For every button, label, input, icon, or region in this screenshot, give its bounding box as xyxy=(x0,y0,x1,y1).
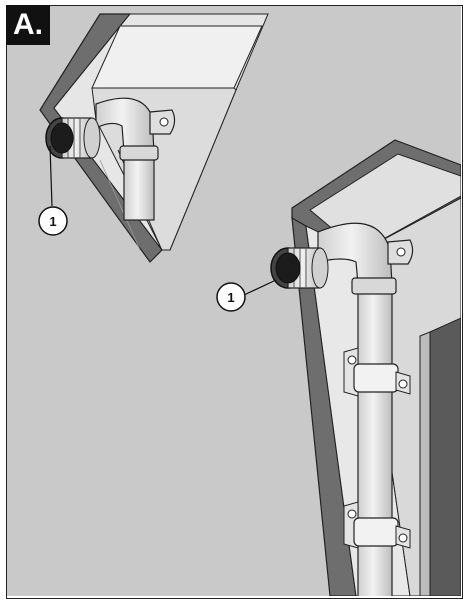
pipe-clamp-lower xyxy=(343,501,411,549)
detail-elbow-fitting xyxy=(45,97,176,221)
panel-label: A. xyxy=(6,5,50,45)
callout-1-lower: 1 xyxy=(216,279,277,312)
callout-number: 1 xyxy=(49,214,56,229)
installation-pipe xyxy=(270,222,414,596)
pipe-clamp-upper xyxy=(343,347,411,397)
callout-number: 1 xyxy=(227,290,234,305)
callout-1-upper: 1 xyxy=(38,145,68,236)
